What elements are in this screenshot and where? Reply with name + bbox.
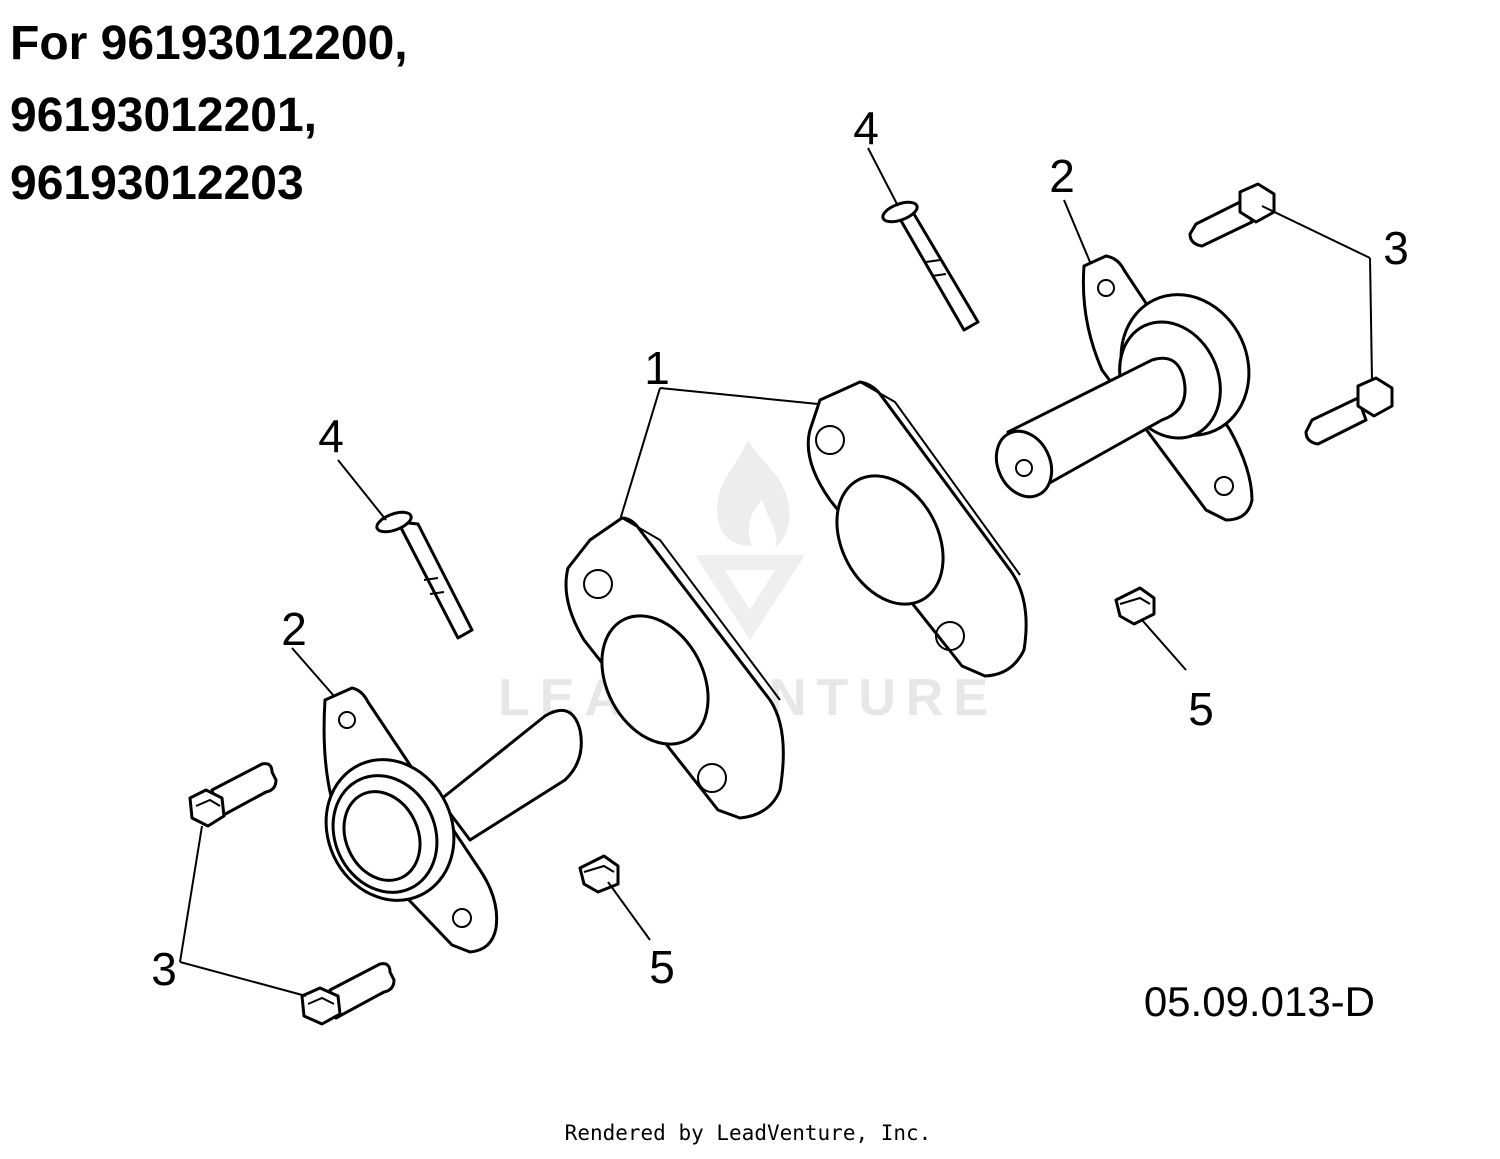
watermark-flame-icon bbox=[717, 440, 790, 548]
bolt-upper-b bbox=[1304, 376, 1394, 446]
bearing-lower bbox=[322, 686, 583, 954]
callout-3-bolt-upper: 3 bbox=[1383, 222, 1409, 274]
bolt-lower-b bbox=[300, 962, 396, 1026]
pin-upper bbox=[881, 200, 980, 332]
watermark-v-icon bbox=[695, 555, 805, 640]
figure-code: 05.09.013-D bbox=[1144, 978, 1375, 1025]
spacer-left bbox=[564, 516, 785, 820]
pin-lower bbox=[375, 510, 474, 640]
callout-4-pin-lower: 4 bbox=[318, 410, 344, 462]
callout-5-nut-left: 5 bbox=[649, 941, 675, 993]
model-title-line-1: For 96193012200, bbox=[10, 17, 408, 70]
bearing-upper bbox=[994, 254, 1254, 522]
leader-lines bbox=[179, 147, 1373, 997]
callout-3-bolt-lower: 3 bbox=[151, 943, 177, 995]
nut-right bbox=[1114, 586, 1156, 626]
model-title-line-2: 96193012201, bbox=[10, 89, 317, 142]
model-title-line-3: 96193012203 bbox=[10, 157, 304, 210]
callout-2-bearing-upper: 2 bbox=[1049, 150, 1075, 202]
callout-4-pin-upper: 4 bbox=[853, 102, 879, 154]
bolt-upper-a bbox=[1188, 182, 1276, 248]
callout-2-bearing-lower: 2 bbox=[281, 603, 307, 655]
callout-1-spacer: 1 bbox=[644, 342, 670, 394]
bolt-lower-a bbox=[188, 762, 278, 828]
render-credit: Rendered by LeadVenture, Inc. bbox=[565, 1121, 932, 1145]
callout-5-nut-right: 5 bbox=[1188, 683, 1214, 735]
spacer-right bbox=[806, 380, 1028, 678]
